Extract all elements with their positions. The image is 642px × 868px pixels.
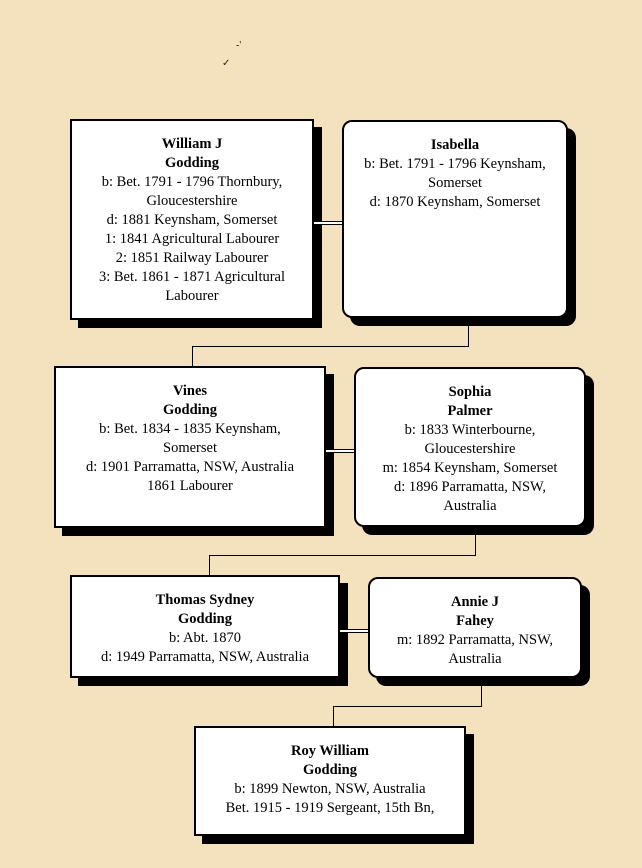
person-fact: b: Bet. 1791 - 1796 Thornbury, xyxy=(101,174,283,190)
person-given-name: Sophia xyxy=(448,384,492,400)
person-fact: d: 1949 Parramatta, NSW, Australia xyxy=(100,649,310,665)
descent-line xyxy=(192,346,193,367)
descent-line xyxy=(333,706,482,707)
person-fact: b: Bet. 1834 - 1835 Keynsham, xyxy=(99,421,281,437)
person-box-vines[interactable]: Vines Godding b: Bet. 1834 - 1835 Keynsh… xyxy=(54,366,326,528)
person-fact: b: 1833 Winterbourne, xyxy=(404,422,536,438)
person-given-name: Annie J xyxy=(451,594,499,610)
descent-line xyxy=(192,346,469,347)
person-given-name: William J xyxy=(161,136,223,152)
descent-line xyxy=(475,535,476,555)
person-fact: 1861 Labourer xyxy=(147,478,233,494)
person-surname: Godding xyxy=(303,762,357,778)
person-fact: d: 1896 Parramatta, NSW, xyxy=(393,479,547,495)
marriage-connector xyxy=(314,221,342,225)
person-fact: Somerset xyxy=(163,440,217,456)
person-fact: b: Bet. 1791 - 1796 Keynsham, xyxy=(364,156,546,172)
person-box-william[interactable]: William J Godding b: Bet. 1791 - 1796 Th… xyxy=(70,119,314,320)
person-surname: Palmer xyxy=(447,403,493,419)
person-box-roy[interactable]: Roy William Godding b: 1899 Newton, NSW,… xyxy=(194,726,466,836)
person-fact: d: 1870 Keynsham, Somerset xyxy=(369,194,541,210)
marriage-connector xyxy=(326,449,354,453)
person-box-isabella[interactable]: Isabella b: Bet. 1791 - 1796 Keynsham, S… xyxy=(342,120,568,318)
person-box-thomas[interactable]: Thomas Sydney Godding b: Abt. 1870 d: 19… xyxy=(70,575,340,678)
person-given-name: Vines xyxy=(172,383,208,399)
person-box-sophia[interactable]: Sophia Palmer b: 1833 Winterbourne, Glou… xyxy=(354,367,586,527)
person-fact: d: 1881 Keynsham, Somerset xyxy=(106,212,278,228)
descent-line xyxy=(481,686,482,706)
person-fact: 1: 1841 Agricultural Labourer xyxy=(104,231,280,247)
descent-line xyxy=(209,555,476,556)
person-given-name: Isabella xyxy=(430,137,480,153)
person-fact: Gloucestershire xyxy=(424,441,516,457)
person-surname: Godding xyxy=(165,155,219,171)
person-fact: d: 1901 Parramatta, NSW, Australia xyxy=(85,459,295,475)
marriage-connector xyxy=(340,629,368,633)
person-given-name: Roy William xyxy=(290,743,369,759)
person-fact: 3: Bet. 1861 - 1871 Agricultural xyxy=(98,269,286,285)
stray-mark: -' xyxy=(236,40,242,51)
person-surname: Godding xyxy=(163,402,217,418)
person-fact: Bet. 1915 - 1919 Sergeant, 15th Bn, xyxy=(225,800,435,816)
person-box-annie[interactable]: Annie J Fahey m: 1892 Parramatta, NSW, A… xyxy=(368,577,582,678)
stray-mark: ✓ xyxy=(222,58,231,69)
descent-line xyxy=(468,326,469,346)
person-fact: Somerset xyxy=(428,175,482,191)
person-fact: m: 1892 Parramatta, NSW, xyxy=(396,632,554,648)
person-fact: 2: 1851 Railway Labourer xyxy=(115,250,269,266)
person-fact: m: 1854 Keynsham, Somerset xyxy=(382,460,558,476)
descent-line xyxy=(209,555,210,576)
person-fact: Australia xyxy=(443,498,497,514)
person-surname: Fahey xyxy=(456,613,494,629)
person-fact: Gloucestershire xyxy=(146,193,238,209)
person-fact: Labourer xyxy=(165,288,219,304)
person-surname: Godding xyxy=(178,611,232,627)
person-given-name: Thomas Sydney xyxy=(155,592,255,608)
person-fact: b: 1899 Newton, NSW, Australia xyxy=(234,781,426,797)
descent-line xyxy=(333,706,334,727)
person-fact: Australia xyxy=(448,651,502,667)
person-fact: b: Abt. 1870 xyxy=(168,630,242,646)
